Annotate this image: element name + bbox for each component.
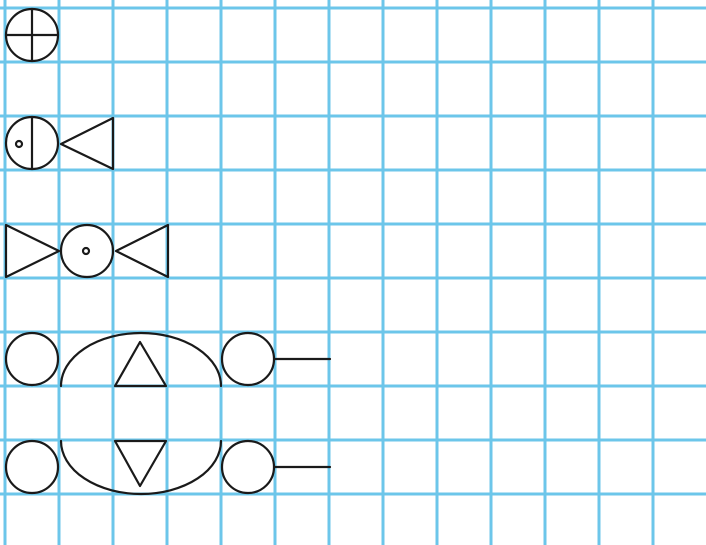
triangle-up-icon: [115, 342, 166, 386]
triangle-left-icon: [61, 118, 113, 169]
triangle-right-icon: [6, 225, 59, 277]
row-1: [6, 9, 58, 61]
circle-with-cross-icon: [6, 9, 58, 61]
row-3: [6, 225, 168, 277]
triangle-left-icon: [116, 225, 168, 277]
circle-with-vertical-line-and-dot-icon: [6, 117, 58, 169]
circle-icon: [6, 441, 58, 493]
circle-with-dot-icon: [61, 225, 113, 277]
triangle-down-icon: [115, 441, 166, 486]
dome-arc-icon: [61, 333, 221, 386]
circle-icon: [6, 333, 58, 385]
